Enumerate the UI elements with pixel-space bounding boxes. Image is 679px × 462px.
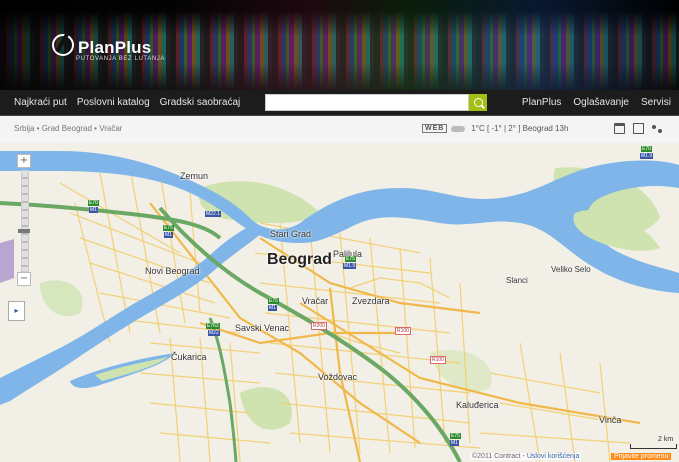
logo-text: PlanPlus <box>78 38 152 57</box>
planplus-logo[interactable]: PlanPlus <box>52 34 151 58</box>
search-button[interactable] <box>469 94 487 111</box>
road-shield-m22: M22 <box>208 330 220 336</box>
sava-river <box>0 225 262 405</box>
map-scale: 2 km <box>630 436 677 449</box>
town-label: Veliko Selo <box>551 265 591 274</box>
breadcrumb[interactable]: Srbija • Grad Beograd • Vračar <box>14 124 123 133</box>
zoom-out-button[interactable]: − <box>17 272 31 286</box>
district-label: Voždovac <box>318 372 358 382</box>
share-icon[interactable] <box>652 123 663 134</box>
road-shield-m19: M1.9 <box>640 153 654 159</box>
highway-e763 <box>208 317 238 462</box>
district-label: Kaluđerica <box>456 400 499 410</box>
road-shield-m1: M1 <box>268 305 277 311</box>
road-shield-m1: M1 <box>89 207 98 213</box>
road-shield-m1: M1 <box>450 440 459 446</box>
nav-planplus[interactable]: PlanPlus <box>521 97 562 108</box>
road-shield-r100: R100 <box>395 327 411 335</box>
nav-business-catalog[interactable]: Poslovni katalog <box>76 97 150 108</box>
terms-link[interactable]: Uslovi korišćenja <box>526 453 580 460</box>
nav-city-transport[interactable]: Gradski saobraćaj <box>159 97 241 108</box>
street-grid <box>59 167 631 462</box>
map-view[interactable]: Zemun Stari Grad Palilula Beograd Novi B… <box>0 143 679 462</box>
city-label[interactable]: Beograd <box>267 251 332 268</box>
road-shield-e75: E75 <box>268 298 279 304</box>
zoom-control: + − <box>17 154 31 286</box>
left-water <box>0 239 14 283</box>
major-streets <box>149 202 641 462</box>
nav-services[interactable]: Servisi <box>640 97 671 108</box>
road-shield-e75: E75 <box>450 433 461 439</box>
district-label: Zemun <box>180 171 209 181</box>
nav-advertising[interactable]: Oglašavanje <box>573 97 629 108</box>
district-label: Čukarica <box>171 352 207 362</box>
weather-badge: WEB <box>422 124 448 133</box>
cloud-icon <box>451 125 466 132</box>
search-icon <box>473 98 483 107</box>
district-label: Stari Grad <box>270 229 312 239</box>
road-shield-e70: E70 <box>88 200 99 206</box>
district-label: Palilula <box>333 249 363 259</box>
park-area <box>40 280 83 317</box>
road-shield-r200: R200 <box>311 322 327 330</box>
zoom-slider-handle[interactable] <box>18 229 30 233</box>
danube-river <box>0 151 679 293</box>
road-shield-r100: R100 <box>430 356 446 364</box>
highway-e70 <box>0 201 222 240</box>
road-shield-e70: E70 <box>641 146 652 152</box>
map-canvas <box>0 151 679 462</box>
zoom-in-button[interactable]: + <box>17 154 31 168</box>
attribution-text: ©2011 Contract - <box>472 453 527 460</box>
weather-text: 1°C [ -1° | 2° ] Beograd 13h <box>471 124 569 133</box>
expand-panel-button[interactable]: ▸ <box>8 301 25 321</box>
road-shield-e75: E75 <box>163 225 174 231</box>
weather-widget[interactable]: WEB 1°C [ -1° | 2° ] Beograd 13h <box>422 124 568 133</box>
district-label: Vračar <box>302 296 329 306</box>
road-shield-m1: M1 <box>164 232 173 238</box>
tagline: PUTOVANJA BEZ LUTANJA <box>76 56 165 62</box>
main-navbar: Najkraći put Poslovni katalog Gradski sa… <box>0 90 679 116</box>
district-label: Zvezdara <box>352 296 390 306</box>
nav-shortest-route[interactable]: Najkraći put <box>14 97 67 108</box>
road-shield-m19: M1.9 <box>343 263 357 269</box>
park-area <box>240 387 292 430</box>
header-banner: PlanPlus PUTOVANJA BEZ LUTANJA <box>0 0 679 90</box>
search-input[interactable] <box>265 94 469 111</box>
banner-glow <box>0 0 679 90</box>
ada-island <box>95 357 168 381</box>
scale-bar <box>630 444 677 449</box>
district-label: Novi Beograd <box>145 266 200 276</box>
nav-left: Najkraći put Poslovni katalog Gradski sa… <box>14 90 250 115</box>
district-label: Vinča <box>599 415 622 425</box>
report-change-button[interactable]: Prijavite promenu <box>611 453 672 460</box>
zoom-slider[interactable] <box>18 170 30 272</box>
district-label: Savski Venac <box>235 323 290 333</box>
danube-island <box>573 209 660 251</box>
planplus-logo-icon <box>52 34 74 56</box>
town-label: Slanci <box>506 276 528 285</box>
road-shield-e75: E75 <box>345 256 356 262</box>
road-shield-m22: M22.1 <box>205 211 221 217</box>
nav-right: PlanPlus Oglašavanje Servisi <box>510 90 671 115</box>
info-bar: Srbija • Grad Beograd • Vračar WEB 1°C [… <box>0 116 679 144</box>
print-icon[interactable] <box>614 123 625 134</box>
map-attribution: ©2011 Contract - Uslovi korišćenja <box>470 453 582 460</box>
window-icon[interactable] <box>633 123 644 134</box>
map-tools <box>614 123 671 134</box>
scale-label: 2 km <box>658 436 674 443</box>
road-shield-e763: E763 <box>206 323 220 329</box>
